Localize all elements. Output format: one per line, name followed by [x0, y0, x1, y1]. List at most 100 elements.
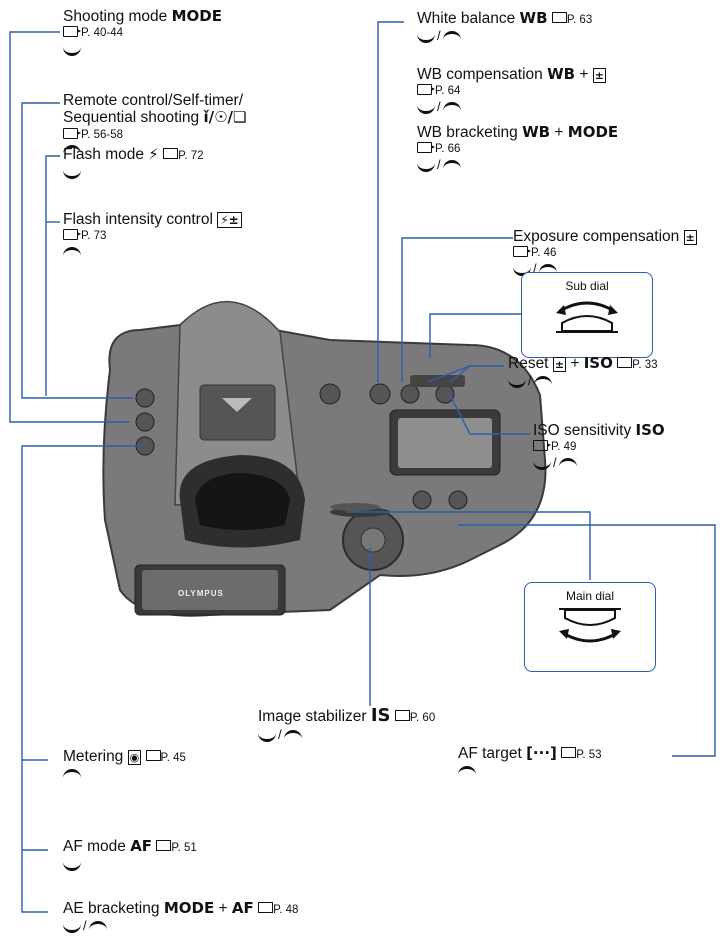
af-key: AF [130, 837, 153, 855]
image-stabilizer-title: Image stabilizer [258, 708, 367, 725]
flash-intensity-title: Flash intensity control [63, 211, 213, 228]
sub-dial-icon [458, 764, 476, 779]
camera-illustration [102, 301, 547, 617]
page-ref-text: P. 51 [171, 842, 197, 854]
page-ref-icon [617, 357, 633, 368]
plus-sign: + [579, 66, 589, 83]
page-ref-text: P. 72 [178, 150, 204, 162]
page-ref-text: P. 56-58 [81, 128, 123, 141]
iso-sensitivity-label: ISO sensitivity ISO P. 49 / [533, 422, 665, 472]
metering-title: Metering [63, 748, 124, 765]
mode-key: MODE [163, 899, 215, 917]
mode-key: MODE [171, 7, 222, 25]
dial-pair-icon: / [258, 727, 302, 743]
remote-control-title-line2: Sequential shooting [63, 109, 200, 127]
iso-key: ISO [635, 421, 665, 439]
af-key: AF [231, 899, 254, 917]
shooting-mode-label: Shooting mode MODE P. 40-44 [63, 8, 222, 58]
wb-compensation-label: WB compensation WB + ± P. 64 / [417, 66, 606, 116]
shooting-mode-title: Shooting mode [63, 8, 168, 25]
sub-dial-label: Sub dial [565, 279, 609, 293]
page-ref-text: P. 48 [273, 904, 299, 916]
flash-mode-label: Flash mode ⚡ P. 72 [63, 146, 204, 181]
iso-key: ISO [583, 354, 613, 372]
page-ref-icon [258, 902, 274, 913]
image-stabilizer-label: Image stabilizer IS P. 60 / [258, 705, 436, 744]
main-dial-icon [63, 165, 81, 180]
wb-bracketing-title: WB bracketing [417, 124, 518, 141]
af-mode-title: AF mode [63, 838, 126, 855]
flash-mode-title: Flash mode [63, 146, 144, 163]
page-ref-text: P. 60 [409, 712, 436, 724]
main-dial-icon [63, 42, 81, 57]
dial-pair-icon: / [63, 919, 107, 934]
page-ref: P. 73 [63, 229, 242, 243]
sub-dial-box: Sub dial [521, 272, 653, 358]
af-target-title: AF target [458, 745, 522, 762]
main-dial-label: Main dial [565, 589, 615, 603]
page-ref-icon [513, 246, 531, 258]
page-ref-icon [63, 26, 81, 38]
page-ref-text: P. 66 [435, 143, 461, 156]
main-dial-icon [63, 857, 81, 872]
main-dial-box: Main dial [524, 582, 656, 672]
plus-sign: + [218, 900, 228, 917]
white-balance-label: White balance WB P. 63 / [417, 10, 592, 45]
page-ref-icon [561, 747, 577, 758]
page-ref-text: P. 64 [435, 85, 461, 98]
is-key: IS [370, 705, 391, 726]
remote-control-title-line1: Remote control/Self-timer/ [63, 92, 244, 109]
page-ref-icon [417, 84, 435, 96]
ae-bracketing-label: AE bracketing MODE + AF P. 48 / [63, 900, 298, 935]
exposure-compensation-label: Exposure compensation ± P. 46 / [513, 228, 697, 278]
drive-key: ǐ/☉/❏ [203, 108, 247, 127]
wb-key: WB [519, 9, 548, 27]
plus-sign: + [554, 124, 564, 141]
page-ref-text: P. 73 [81, 230, 107, 243]
page-ref-text: P. 40-44 [81, 27, 123, 40]
page-ref: P. 49 [533, 440, 665, 454]
af-target-icon: [···] [526, 744, 557, 762]
page-ref: P. 40-44 [63, 26, 222, 40]
page-ref-icon [63, 127, 81, 139]
dial-pair-icon: / [508, 374, 552, 389]
af-mode-label: AF mode AF P. 51 [63, 838, 197, 873]
mode-key: MODE [567, 123, 619, 141]
metering-icon: ◉ [127, 750, 142, 765]
af-target-label: AF target [···] P. 53 [458, 745, 602, 780]
page-ref-icon [145, 750, 161, 761]
exposure-comp-icon: ± [552, 357, 567, 372]
reset-title: Reset [508, 355, 549, 372]
wb-compensation-title: WB compensation [417, 66, 543, 83]
page-ref: P. 64 [417, 84, 606, 98]
metering-label: Metering ◉ P. 45 [63, 748, 186, 783]
sub-dial-icon [63, 245, 81, 260]
sub-dial-icon [63, 144, 81, 159]
remote-control-label: Remote control/Self-timer/ Sequential sh… [63, 92, 246, 160]
wb-key: WB [547, 65, 576, 83]
page-ref-icon [417, 142, 435, 154]
camera-brand: OLYMPUS [178, 589, 224, 598]
page-ref: P. 46 [513, 246, 697, 260]
page-ref-text: P. 49 [551, 441, 577, 454]
page-ref-icon [63, 229, 81, 241]
page-ref-text: P. 53 [576, 749, 602, 761]
page-ref-icon [156, 840, 172, 851]
page-ref-icon [394, 710, 410, 721]
flash-intensity-icon: ⚡± [217, 212, 242, 228]
page-ref-text: P. 45 [160, 752, 186, 764]
sub-dial-icon [63, 767, 81, 782]
dial-pair-icon: / [533, 455, 577, 471]
ae-bracketing-title: AE bracketing [63, 900, 160, 917]
page-ref: P. 56-58 [63, 127, 246, 142]
flash-intensity-label: Flash intensity control ⚡± P. 73 [63, 211, 242, 261]
flash-icon: ⚡ [148, 145, 159, 163]
page-ref-icon [163, 148, 179, 159]
page-ref-text: P. 46 [531, 247, 557, 260]
dial-pair-icon: / [417, 157, 461, 173]
white-balance-title: White balance [417, 10, 516, 27]
exposure-compensation-title: Exposure compensation [513, 228, 680, 245]
plus-sign: + [570, 355, 580, 372]
exposure-comp-icon: ± [592, 68, 606, 83]
